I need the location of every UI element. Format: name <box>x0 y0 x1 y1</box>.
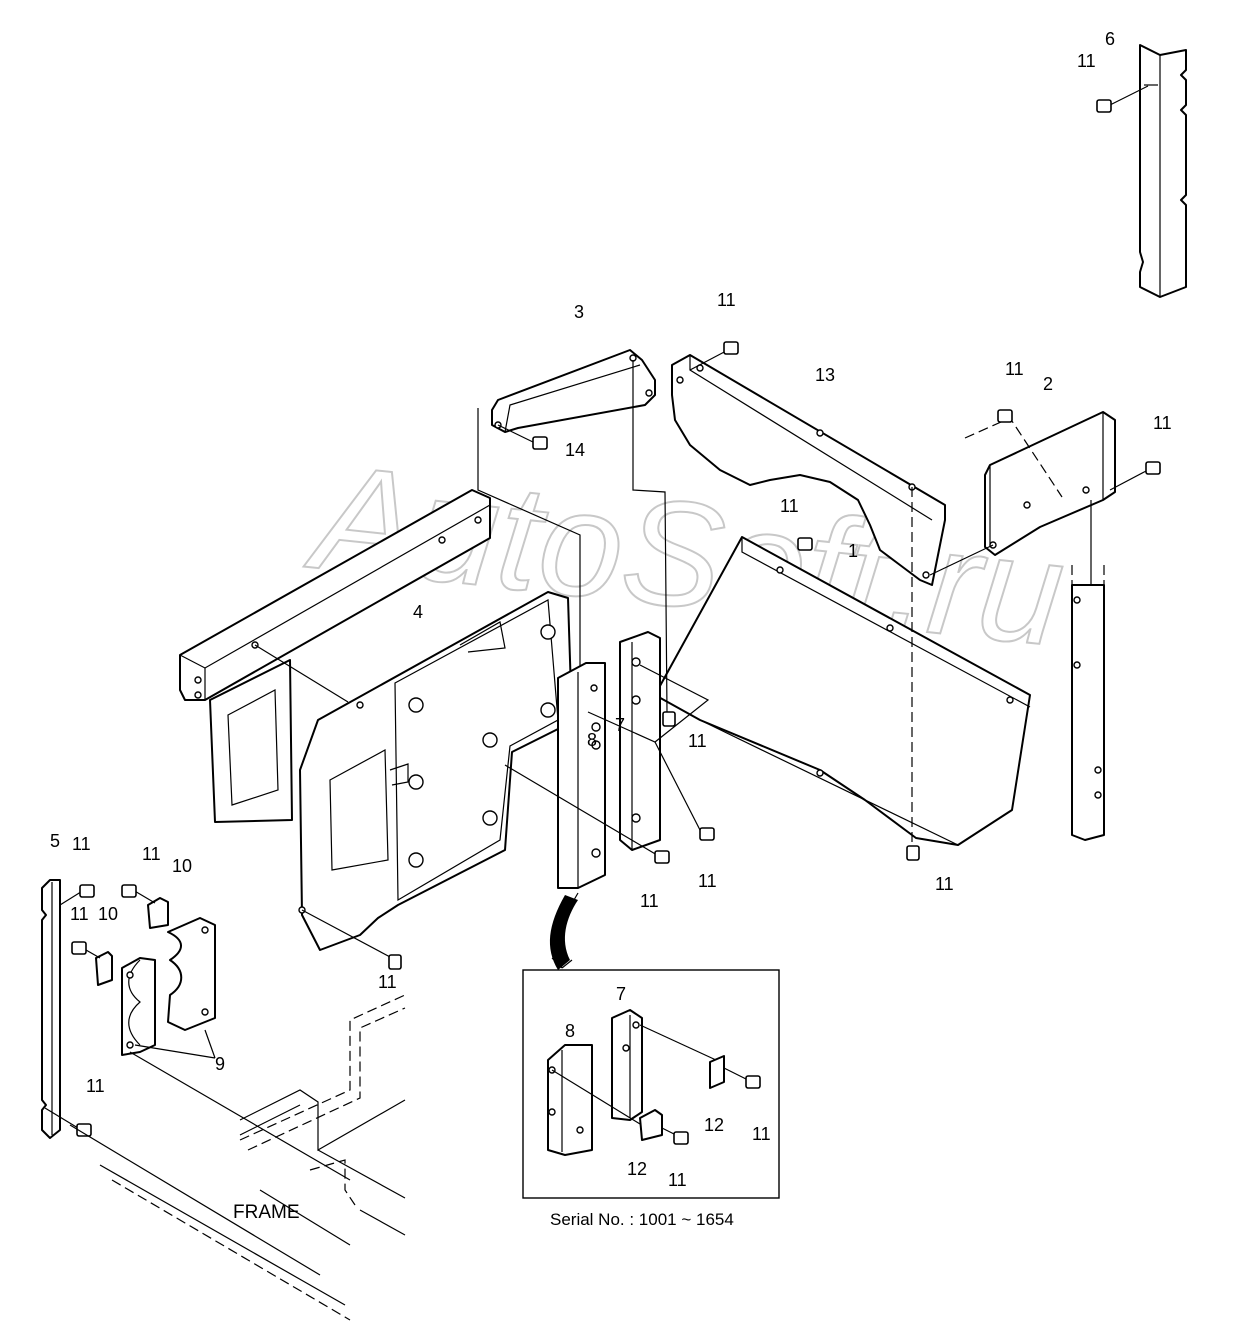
callout-3: 3 <box>574 302 584 322</box>
part-2-support-plate <box>964 411 1116 556</box>
inset-arrow-fill <box>549 895 578 970</box>
callout-7: 7 <box>615 715 625 735</box>
callout-11-part10: 11 <box>142 844 161 864</box>
callout-11-bracket: 11 <box>688 731 707 751</box>
part-1-tray <box>654 536 1031 846</box>
part-4-panel <box>298 591 573 951</box>
leader-9 <box>134 1029 216 1059</box>
part-5-vertical-strip <box>41 879 61 1139</box>
callout-11-part13: 11 <box>717 290 736 310</box>
inset-caption: Serial No. : 1001 ~ 1654 <box>550 1210 734 1229</box>
frame-outline <box>69 994 406 1321</box>
callout-11-part2-right: 11 <box>1153 413 1172 433</box>
part-9-clamp-back <box>167 917 216 1031</box>
callout-11-part1-bottom: 11 <box>935 874 954 894</box>
bolt-11-part2-right <box>1109 461 1161 491</box>
part-8-block <box>557 662 606 889</box>
bolt-11-part6 <box>1096 85 1149 113</box>
callout-inset-8: 8 <box>565 1021 575 1041</box>
leader-14-to-panel <box>477 408 581 712</box>
callout-12-right: 12 <box>704 1115 724 1135</box>
callout-11-inset-right: 11 <box>752 1124 771 1144</box>
callout-11-part5-top: 11 <box>72 834 91 854</box>
frame-label: FRAME <box>233 1202 300 1223</box>
callout-11-part1-mid: 11 <box>780 496 799 516</box>
bolt-11-part4-bottom <box>301 909 402 970</box>
bolt-11-part2-top <box>997 409 1013 423</box>
leader-7-bolt <box>587 664 710 743</box>
callout-13: 13 <box>815 365 835 385</box>
inset-box <box>522 969 780 1199</box>
callout-14: 14 <box>565 440 585 460</box>
bolt-11-part7 <box>654 741 715 841</box>
part-10-clip-lower <box>71 941 113 986</box>
callout-11-inset-bottom: 11 <box>668 1170 687 1190</box>
callout-1: 1 <box>848 541 858 561</box>
callout-11-part2-top: 11 <box>1005 359 1024 379</box>
leader-13-to-2 <box>929 544 994 576</box>
callout-inset-7: 7 <box>616 984 626 1004</box>
bolt-11-bracket <box>662 711 676 727</box>
leader-3-to-bracket <box>632 360 668 713</box>
bolt-11-part1-mid <box>797 537 813 551</box>
bolt-11-part8 <box>504 764 670 864</box>
part-3-angle-bracket <box>491 349 656 433</box>
callout-9: 9 <box>215 1054 225 1074</box>
bolt-11-part5-bottom <box>44 1107 92 1137</box>
callout-12-left: 12 <box>627 1159 647 1179</box>
callout-labels: 6 11 3 11 13 11 2 11 14 11 1 4 7 8 11 11… <box>50 29 1172 1229</box>
part-6-vertical-channel <box>1139 44 1187 298</box>
bolt-11-part1-bottom <box>906 487 920 861</box>
part-9-clamp-front <box>121 957 156 1056</box>
callout-11-part4-bottom: 11 <box>378 972 397 992</box>
callout-2: 2 <box>1043 374 1053 394</box>
leader-beam-to-panel <box>254 644 349 703</box>
callout-11-part5-bottom: 11 <box>86 1076 105 1096</box>
beam-frame <box>179 489 491 823</box>
bolt-11-part5-top <box>59 884 95 906</box>
callout-11-part5-mid: 11 <box>70 904 89 924</box>
vertical-post-right <box>1071 500 1105 841</box>
bolt-11-part13-top <box>689 341 739 371</box>
callout-10-upper: 10 <box>172 856 192 876</box>
part-10-clip-upper <box>121 884 169 929</box>
callout-11-part7: 11 <box>698 871 717 891</box>
callout-11-part6: 11 <box>1077 51 1096 71</box>
callout-5: 5 <box>50 831 60 851</box>
callout-8: 8 <box>587 730 597 750</box>
callout-4: 4 <box>413 602 423 622</box>
callout-10-lower: 10 <box>98 904 118 924</box>
bolt-14 <box>497 424 548 450</box>
callout-6: 6 <box>1105 29 1115 49</box>
part-7-block <box>619 631 661 851</box>
callout-11-part8: 11 <box>640 891 659 911</box>
